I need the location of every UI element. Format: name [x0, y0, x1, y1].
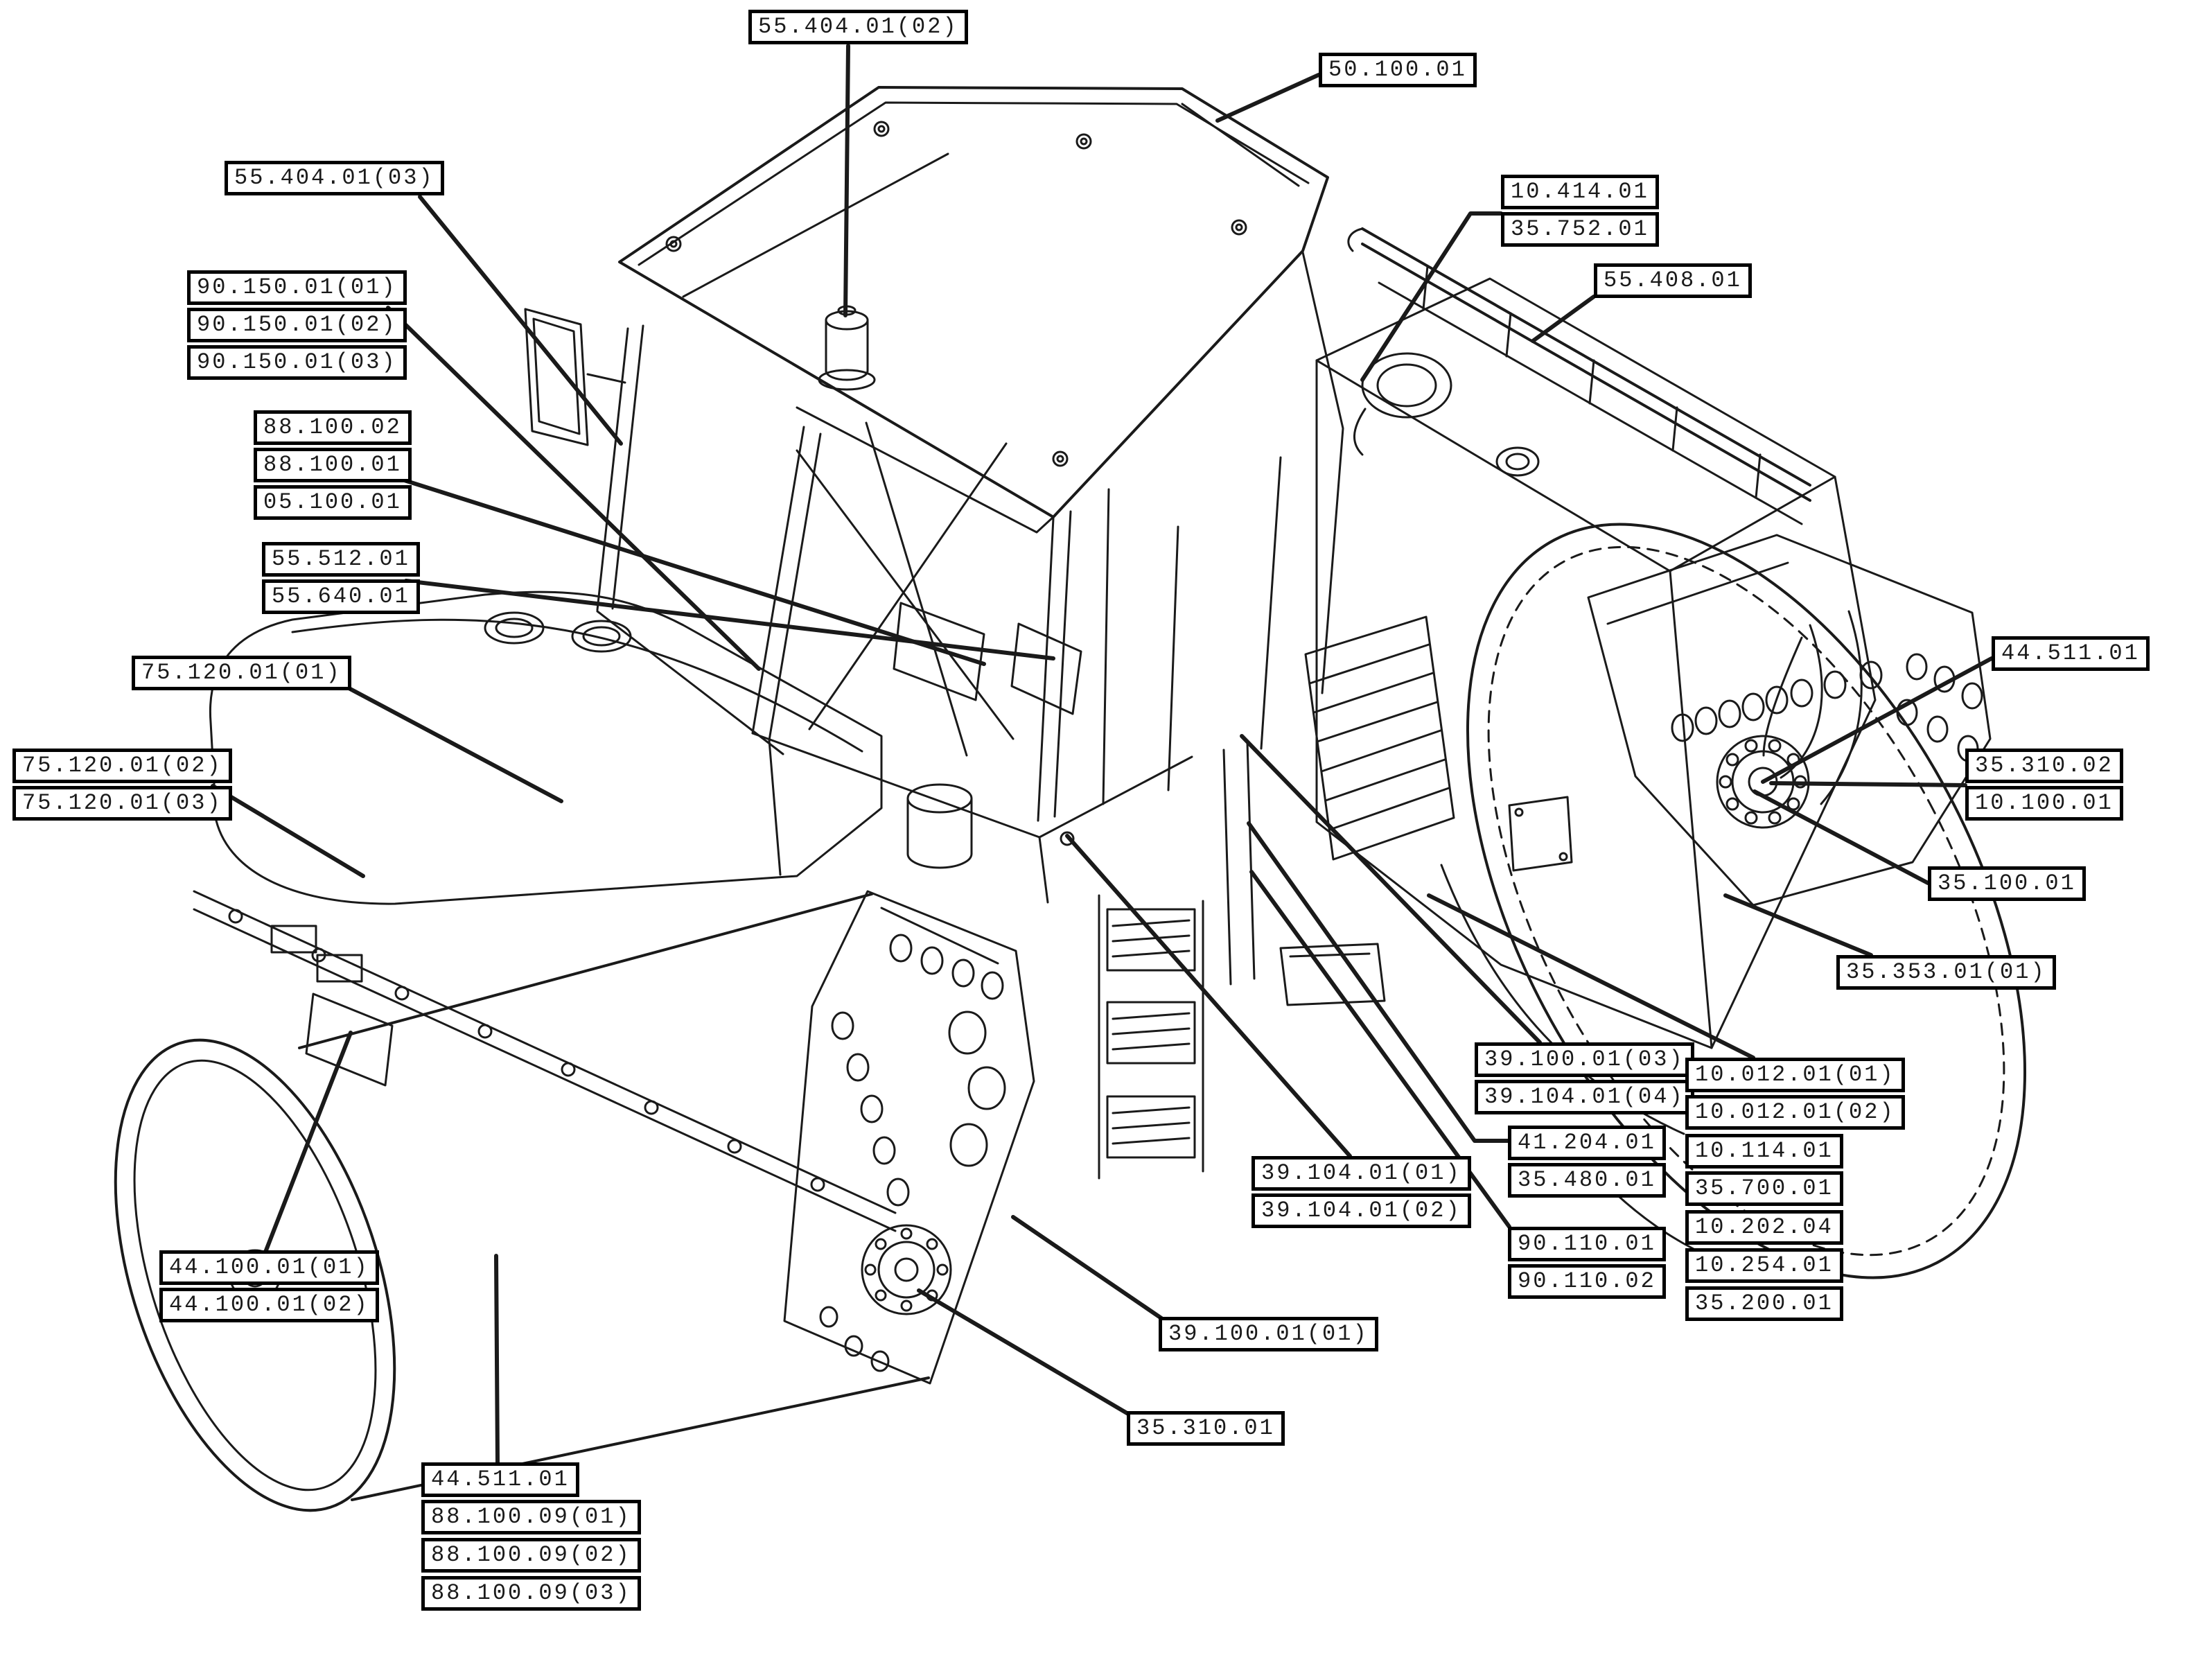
callout-88-100-01[interactable]: 88.100.01	[254, 448, 412, 482]
callout-55-408-01[interactable]: 55.408.01	[1594, 263, 1752, 298]
callout-55-512-01[interactable]: 55.512.01	[262, 542, 420, 577]
callout-39-104-01-01[interactable]: 39.104.01(01)	[1251, 1156, 1471, 1191]
callout-44-511-01-bottom[interactable]: 44.511.01	[421, 1462, 579, 1497]
callout-88-100-02[interactable]: 88.100.02	[254, 410, 412, 445]
callout-35-200-01[interactable]: 35.200.01	[1685, 1286, 1843, 1321]
callout-55-404-01-02[interactable]: 55.404.01(02)	[748, 10, 968, 44]
callout-39-100-01-03[interactable]: 39.100.01(03)	[1475, 1042, 1694, 1077]
callout-90-150-01-01[interactable]: 90.150.01(01)	[187, 270, 407, 305]
articulation-joint	[1060, 742, 1386, 1006]
callout-75-120-01-03[interactable]: 75.120.01(03)	[12, 786, 232, 821]
callout-44-100-01-01[interactable]: 44.100.01(01)	[159, 1250, 379, 1285]
callout-10-012-01-02[interactable]: 10.012.01(02)	[1685, 1095, 1905, 1130]
front-frame-rail	[193, 890, 897, 1232]
callout-88-100-09-03[interactable]: 88.100.09(03)	[421, 1576, 641, 1611]
callout-10-012-01-01[interactable]: 10.012.01(01)	[1685, 1058, 1905, 1092]
callout-35-752-01[interactable]: 35.752.01	[1501, 212, 1659, 247]
callout-10-254-01[interactable]: 10.254.01	[1685, 1248, 1843, 1283]
leader-lines	[211, 44, 1994, 1464]
engine-compartment	[1304, 277, 1877, 1135]
callout-35-310-02[interactable]: 35.310.02	[1965, 749, 2123, 783]
callout-39-100-01-01[interactable]: 39.100.01(01)	[1159, 1317, 1378, 1351]
beacon-lamp	[818, 305, 876, 391]
front-hood	[209, 590, 973, 905]
callout-39-104-01-04[interactable]: 39.104.01(04)	[1475, 1080, 1694, 1114]
callout-41-204-01[interactable]: 41.204.01	[1508, 1126, 1666, 1160]
mirror	[524, 308, 626, 446]
ladder-steps	[1098, 894, 1204, 1180]
callout-35-353-01-01[interactable]: 35.353.01(01)	[1836, 955, 2056, 990]
canopy	[618, 86, 1329, 534]
callout-90-150-01-02[interactable]: 90.150.01(02)	[187, 308, 407, 342]
callout-44-511-01[interactable]: 44.511.01	[1992, 636, 2150, 671]
callout-35-700-01[interactable]: 35.700.01	[1685, 1171, 1843, 1206]
callout-90-110-01[interactable]: 90.110.01	[1508, 1227, 1666, 1261]
callout-50-100-01[interactable]: 50.100.01	[1319, 53, 1477, 87]
front-drum-support-plate	[783, 890, 1035, 1385]
handrail	[1347, 227, 1811, 525]
callout-90-110-02[interactable]: 90.110.02	[1508, 1264, 1666, 1299]
callout-10-114-01[interactable]: 10.114.01	[1685, 1134, 1843, 1169]
callout-35-310-01[interactable]: 35.310.01	[1127, 1411, 1285, 1446]
callout-35-100-01[interactable]: 35.100.01	[1928, 866, 2086, 901]
callout-10-100-01[interactable]: 10.100.01	[1965, 786, 2123, 821]
callout-88-100-09-02[interactable]: 88.100.09(02)	[421, 1538, 641, 1573]
callout-39-104-01-02[interactable]: 39.104.01(02)	[1251, 1193, 1471, 1228]
cab	[596, 251, 1344, 904]
callout-10-414-01[interactable]: 10.414.01	[1501, 175, 1659, 209]
callout-44-100-01-02[interactable]: 44.100.01(02)	[159, 1288, 379, 1322]
callout-88-100-09-01[interactable]: 88.100.09(01)	[421, 1500, 641, 1534]
callout-90-150-01-03[interactable]: 90.150.01(03)	[187, 345, 407, 380]
callout-55-404-01-03[interactable]: 55.404.01(03)	[225, 161, 444, 195]
callout-75-120-01-02[interactable]: 75.120.01(02)	[12, 749, 232, 783]
callout-75-120-01-01[interactable]: 75.120.01(01)	[132, 656, 351, 690]
callout-05-100-01[interactable]: 05.100.01	[254, 485, 412, 520]
callout-55-640-01[interactable]: 55.640.01	[262, 579, 420, 614]
callout-35-480-01[interactable]: 35.480.01	[1508, 1163, 1666, 1198]
callout-10-202-04[interactable]: 10.202.04	[1685, 1210, 1843, 1245]
